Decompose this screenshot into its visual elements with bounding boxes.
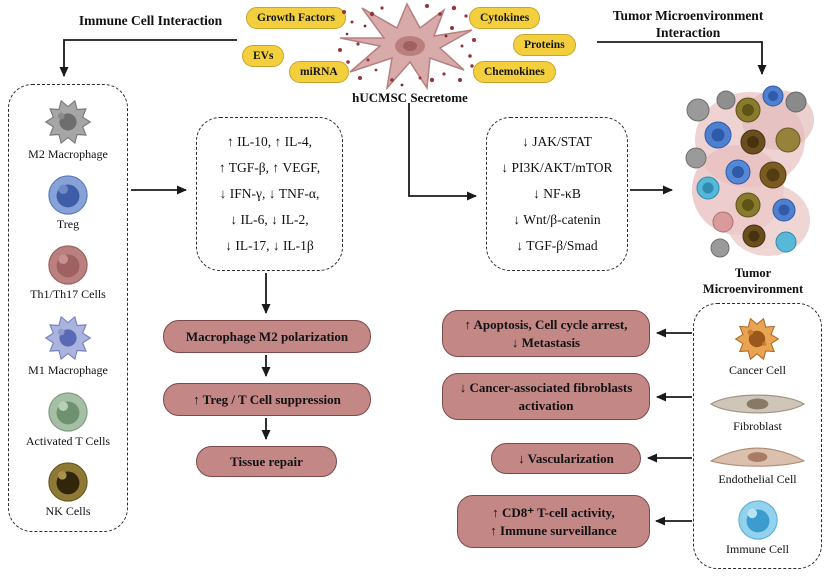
tumor-interaction-heading-line1: Tumor Microenvironment [612, 8, 764, 23]
nk-cell-icon [48, 462, 88, 502]
outcome-line1: ↓ Cancer-associated fibroblasts [459, 379, 633, 395]
factor-pill-evs: EVs [242, 45, 285, 67]
arrow-secretome-to-pathway-box [408, 103, 477, 201]
immune-cell-label: M2 Macrophage [28, 146, 108, 161]
tme-cell-label: Endothelial Cell [718, 472, 797, 487]
cytokine-line: ↑ IL-10, ↑ IL-4, [226, 134, 313, 149]
pathway-line: ↓ NF-κB [533, 186, 581, 201]
endothelial-cell-icon [710, 447, 805, 467]
factor-pill-growth-factors: Growth Factors [246, 7, 347, 29]
tme-cell-label: Fibroblast [733, 418, 782, 433]
cytokine-line: ↑ TGF-β, ↑ VEGF, [218, 160, 321, 175]
outcome-line2: activation [518, 397, 574, 413]
fibroblast-icon [710, 394, 805, 414]
tumor-interaction-heading-line2: Interaction [655, 24, 721, 40]
cytokine-line: ↓ IFN-γ, ↓ TNF-α, [219, 186, 320, 201]
outcome-line1: ↑ Apoptosis, Cell cycle arrest, [464, 316, 628, 332]
immune-cell-label: Treg [56, 217, 80, 232]
immune-cell-m1-macrophage: M1 Macrophage [28, 314, 108, 377]
outcome-label: ↑ Treg / T Cell suppression [193, 391, 341, 407]
immune-cell-label: NK Cells [45, 503, 91, 518]
cytokine-changes-box: ↑ IL-10, ↑ IL-4, ↑ TGF-β, ↑ VEGF, ↓ IFN-… [196, 117, 343, 271]
tumor-microenvironment-label: Tumor Microenvironment [690, 266, 816, 297]
tumor-label-line1: Tumor [734, 266, 772, 280]
tme-cell-fibroblast: Fibroblast [710, 390, 805, 433]
tumor-interaction-heading: Tumor Microenvironment Interaction [598, 8, 778, 42]
cytokine-line: ↓ IL-17, ↓ IL-1β [225, 238, 314, 253]
hucmsc-cell-illustration [338, 2, 476, 91]
signaling-pathways-box: ↓ JAK/STAT ↓ PI3K/AKT/mTOR ↓ NF-κB ↓ Wnt… [486, 117, 628, 271]
outcome-label: Macrophage M2 polarization [185, 328, 349, 344]
treg-icon [48, 175, 88, 215]
outcome-apoptosis-metastasis: ↑ Apoptosis, Cell cycle arrest, ↓ Metast… [442, 310, 650, 357]
tme-cell-panel: Cancer Cell Fibroblast Endothelial Cell … [693, 303, 822, 569]
pathway-line: ↓ TGF-β/Smad [516, 238, 598, 253]
immune-cell-label: M1 Macrophage [28, 363, 108, 378]
outcome-treg-suppression: ↑ Treg / T Cell suppression [163, 383, 371, 416]
outcome-caf-activation: ↓ Cancer-associated fibroblasts activati… [442, 373, 650, 420]
outcome-line2: ↑ Immune surveillance [490, 522, 617, 538]
pathway-line: ↓ PI3K/AKT/mTOR [501, 160, 613, 175]
outcome-label: Tissue repair [230, 453, 303, 469]
factor-pill-cytokines: Cytokines [469, 7, 541, 29]
cytokine-line: ↓ IL-6, ↓ IL-2, [230, 212, 309, 227]
pathway-line: ↓ JAK/STAT [522, 134, 592, 149]
tumor-label-line2: Microenvironment [702, 281, 804, 296]
outcome-line1: ↑ CD8⁺ T-cell activity, [492, 504, 615, 520]
th1-th17-icon [48, 245, 88, 285]
tme-cell-immune: Immune Cell [726, 499, 789, 556]
tumor-illustration [685, 85, 814, 258]
pathway-line: ↓ Wnt/β-catenin [513, 212, 601, 227]
outcome-line1: ↓ Vascularization [518, 450, 614, 466]
immune-cell-th1-th17: Th1/Th17 Cells [30, 244, 106, 301]
arrow-secretome-to-immune-panel [59, 39, 237, 77]
m1-macrophage-icon [44, 316, 92, 361]
outcome-tissue-repair: Tissue repair [196, 446, 337, 477]
secretome-title: hUCMSC Secretome [352, 90, 468, 105]
immune-cell-label: Activated T Cells [25, 433, 111, 448]
immune-cell-m2-macrophage: M2 Macrophage [28, 98, 108, 161]
outcome-cd8-immune-surveillance: ↑ CD8⁺ T-cell activity, ↑ Immune surveil… [457, 495, 650, 548]
immune-cell-nk: NK Cells [46, 461, 91, 518]
tme-cell-cancer: Cancer Cell [729, 316, 786, 377]
activated-t-cell-icon [48, 391, 88, 432]
factor-pill-chemokines: Chemokines [473, 61, 556, 83]
factor-pill-proteins: Proteins [513, 34, 576, 56]
immune-interaction-heading: Immune Cell Interaction [78, 13, 223, 28]
arrow-secretome-to-tumor [597, 41, 767, 75]
immune-cell-panel: M2 Macrophage Treg Th1/Th17 Cells M1 Mac… [8, 84, 128, 532]
m2-macrophage-icon [44, 99, 92, 145]
tme-cell-label: Cancer Cell [729, 363, 786, 378]
cancer-cell-icon [735, 318, 780, 361]
immune-cell-treg: Treg [47, 174, 89, 231]
immune-cell-label: Th1/Th17 Cells [30, 287, 106, 302]
factor-pill-mirna: miRNA [289, 61, 349, 83]
tme-cell-endothelial: Endothelial Cell [710, 445, 805, 486]
outcome-vascularization: ↓ Vascularization [491, 443, 641, 474]
immune-cell-activated-t: Activated T Cells [26, 391, 110, 448]
outcome-line2: ↓ Metastasis [511, 334, 581, 350]
immune-cell-icon [737, 499, 778, 540]
outcome-m2-polarization: Macrophage M2 polarization [163, 320, 371, 353]
tme-cell-label: Immune Cell [726, 541, 789, 556]
